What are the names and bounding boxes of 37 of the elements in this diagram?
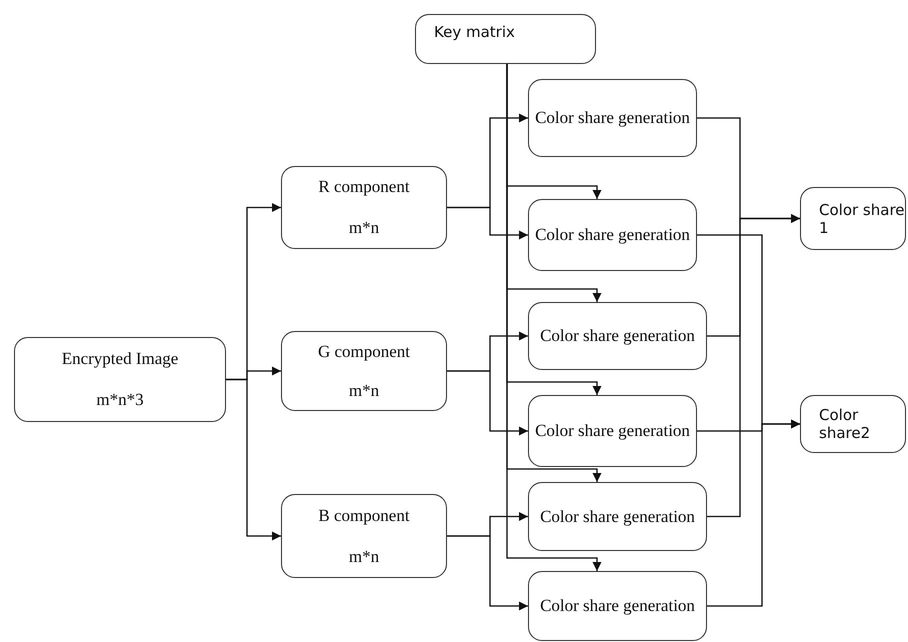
- process-box: [281, 494, 447, 578]
- process-box: [528, 79, 697, 157]
- node-label: Key matrix: [434, 23, 515, 41]
- arrow: [447, 535, 528, 610]
- process-box: [14, 337, 226, 422]
- process-box: [281, 166, 447, 249]
- node-label: m*n: [348, 546, 380, 566]
- node-label: m*n: [348, 218, 380, 238]
- process-box: [281, 331, 447, 411]
- arrow: [707, 214, 800, 518]
- arrow: [447, 206, 528, 240]
- arrow: [707, 420, 800, 607]
- node-label: G component: [318, 342, 410, 362]
- process-box: [528, 199, 697, 271]
- arrow: [226, 378, 281, 540]
- node-label: Color share generation: [535, 108, 690, 128]
- node-label: Color share generation: [540, 506, 695, 526]
- arrow: [447, 370, 528, 436]
- node-label: Color share generation: [535, 225, 690, 245]
- node-label: Encrypted Image: [62, 348, 178, 369]
- process-box: [528, 302, 707, 370]
- node-label: m*n*3: [96, 390, 144, 410]
- process-box: [415, 14, 596, 64]
- process-box: [800, 395, 906, 453]
- arrow: [506, 64, 602, 571]
- node-label: R component: [318, 177, 410, 198]
- node-label: Color share generation: [540, 326, 695, 346]
- node-label: B component: [318, 506, 410, 526]
- process-box: [800, 187, 906, 250]
- node-label: Color share 1: [819, 200, 905, 236]
- process-box: [528, 571, 707, 641]
- node-label: Color share generation: [535, 421, 690, 441]
- node-label: Color share generation: [540, 596, 695, 616]
- process-box: [528, 395, 697, 467]
- node-label: Color share2: [819, 406, 872, 442]
- node-label: m*n: [348, 380, 380, 400]
- process-box: [528, 482, 707, 551]
